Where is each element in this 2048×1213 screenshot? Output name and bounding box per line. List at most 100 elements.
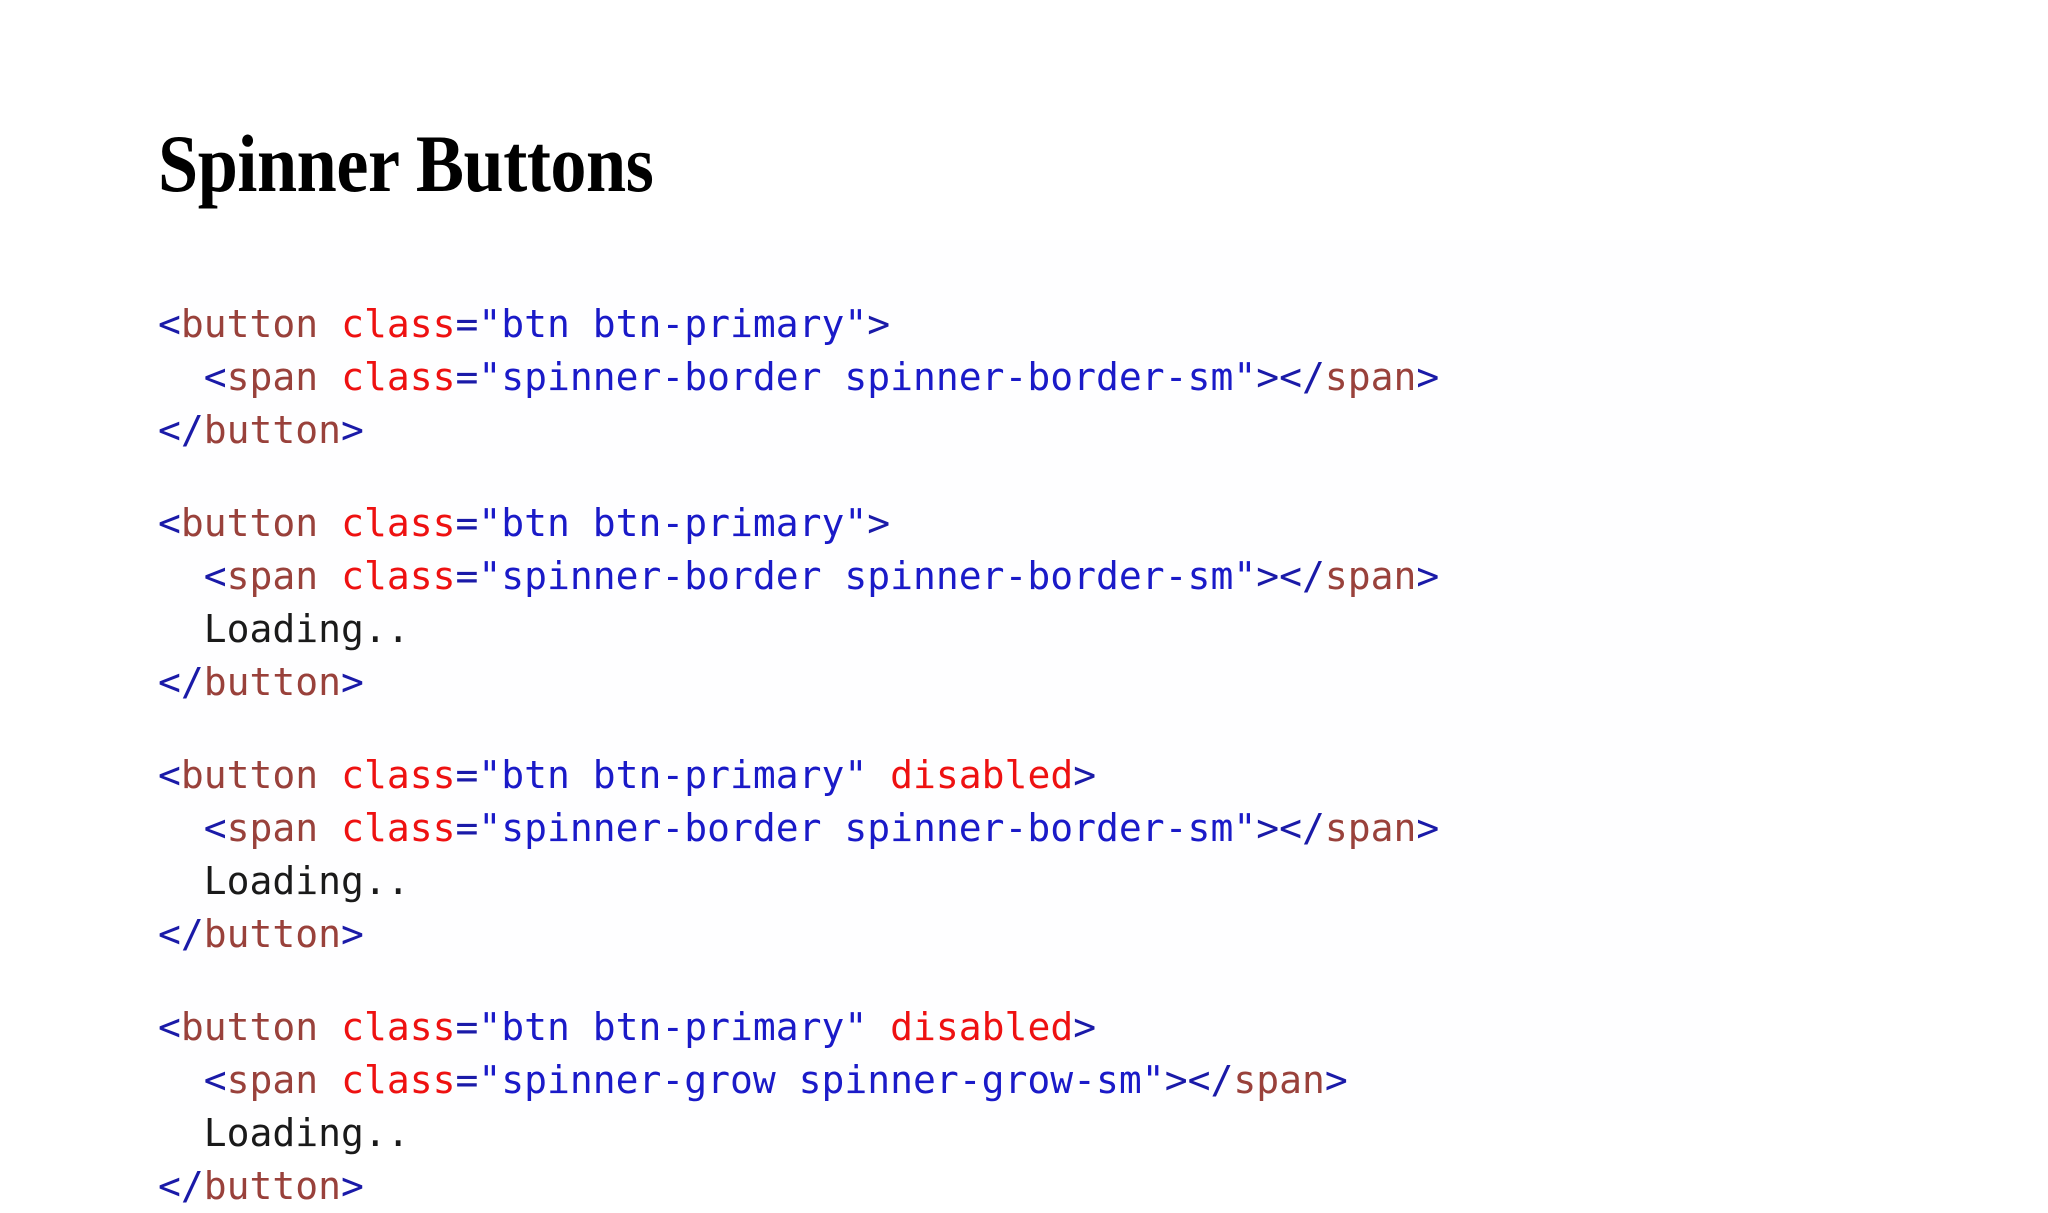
code-token-tag: button [180, 753, 319, 797]
code-token-attr: class [341, 1005, 456, 1049]
code-token-value: "spinner-border spinner-border-sm" [478, 355, 1257, 399]
code-token-value: "btn btn-primary" [478, 1005, 868, 1049]
code-token-tag: button [203, 660, 342, 704]
code-token-punct: < [158, 302, 181, 346]
code-indent [158, 855, 204, 908]
code-line: Loading.. [158, 1107, 1958, 1160]
code-line: <span class="spinner-grow spinner-grow-s… [158, 1054, 1958, 1107]
code-block-spinner-grow-disabled: <button class="btn btn-primary" disabled… [158, 1001, 1958, 1213]
code-token-tag: button [180, 302, 319, 346]
code-token-tag: span [1233, 1058, 1325, 1102]
code-token-attr: class [341, 302, 456, 346]
code-token-punct: > [1324, 1058, 1348, 1102]
code-token-punct: </ [158, 660, 204, 704]
code-token-punct: = [455, 1058, 479, 1102]
code-token-attr: class [341, 554, 456, 598]
code-token-tag: button [203, 408, 342, 452]
code-token-tag: span [226, 1058, 319, 1102]
code-token-attr: class [341, 1058, 456, 1102]
code-token-punct: </ [158, 408, 204, 452]
code-token-punct: </ [1279, 355, 1325, 399]
code-token-attr: disabled [890, 753, 1074, 797]
code-token-tag: span [226, 355, 319, 399]
code-token-attr: disabled [890, 1005, 1074, 1049]
code-line: <button class="btn btn-primary" disabled… [158, 749, 1958, 802]
code-token-punct: < [203, 806, 227, 850]
code-indent [158, 1107, 204, 1160]
code-token-punct: > [341, 1164, 364, 1208]
code-token-punct: </ [1187, 1058, 1234, 1102]
code-line: Loading.. [158, 855, 1958, 908]
code-token-text: Loading.. [203, 607, 410, 651]
code-line: <span class="spinner-border spinner-bord… [158, 550, 1958, 603]
code-token-punct: < [158, 753, 181, 797]
code-token-attr: class [341, 753, 456, 797]
code-indent [158, 603, 204, 656]
code-token-tag: span [1324, 806, 1417, 850]
code-token-punct: > [1164, 1058, 1188, 1102]
code-token-punct: > [341, 660, 364, 704]
code-token-punct: > [341, 912, 364, 956]
code-line: <button class="btn btn-primary"> [158, 298, 1958, 351]
code-indent [158, 802, 204, 855]
code-listing: <button class="btn btn-primary"> <span c… [158, 298, 1958, 1213]
code-token-punct: = [455, 806, 479, 850]
code-indent [158, 351, 204, 404]
code-token-punct: > [1256, 554, 1280, 598]
code-token-punct: > [341, 408, 364, 452]
code-token-tag: span [226, 554, 319, 598]
code-token-punct: > [1073, 1005, 1097, 1049]
code-token-text [318, 355, 341, 399]
code-token-punct: </ [1279, 806, 1325, 850]
code-token-tag: span [226, 806, 319, 850]
code-token-punct: > [867, 302, 891, 346]
code-token-punct: </ [158, 912, 204, 956]
code-token-text [318, 806, 341, 850]
code-token-text [318, 554, 341, 598]
code-token-tag: span [1324, 554, 1417, 598]
page-title: Spinner Buttons [158, 117, 654, 209]
code-token-text [318, 501, 341, 545]
code-token-value: "spinner-border spinner-border-sm" [478, 806, 1257, 850]
code-token-punct: </ [158, 1164, 204, 1208]
code-token-punct: = [455, 753, 479, 797]
code-token-punct: > [867, 501, 891, 545]
code-token-value: "btn btn-primary" [478, 753, 868, 797]
code-token-punct: </ [1279, 554, 1325, 598]
code-token-punct: > [1416, 554, 1440, 598]
code-line: </button> [158, 404, 1958, 457]
code-token-punct: > [1256, 806, 1280, 850]
code-token-text: Loading.. [203, 859, 410, 903]
code-block-spinner-border-disabled: <button class="btn btn-primary" disabled… [158, 749, 1958, 961]
slide-root: Spinner Buttons <button class="btn btn-p… [158, 117, 1440, 1208]
code-token-punct: = [455, 1005, 479, 1049]
code-token-punct: = [455, 302, 479, 346]
code-token-tag: button [180, 1005, 319, 1049]
code-token-punct: > [1073, 753, 1097, 797]
code-token-value: "spinner-border spinner-border-sm" [478, 554, 1257, 598]
code-token-tag: span [1324, 355, 1417, 399]
code-token-tag: button [203, 912, 342, 956]
code-token-value: "btn btn-primary" [478, 302, 868, 346]
code-token-punct: = [455, 501, 479, 545]
code-token-text: Loading.. [203, 1111, 410, 1155]
code-block-spinner-border-loading: <button class="btn btn-primary"> <span c… [158, 497, 1958, 709]
code-token-punct: < [158, 501, 181, 545]
code-block-spinner-border-only: <button class="btn btn-primary"> <span c… [158, 298, 1958, 457]
code-line: <span class="spinner-border spinner-bord… [158, 351, 1958, 404]
code-line: Loading.. [158, 603, 1958, 656]
code-line: </button> [158, 656, 1958, 709]
code-line: <button class="btn btn-primary" disabled… [158, 1001, 1958, 1054]
code-token-attr: class [341, 806, 456, 850]
code-indent [158, 550, 204, 603]
code-token-text [318, 302, 341, 346]
code-token-text [318, 1058, 341, 1102]
code-token-punct: < [203, 554, 227, 598]
code-token-value: "spinner-grow spinner-grow-sm" [478, 1058, 1165, 1102]
code-token-attr: class [341, 355, 456, 399]
code-token-punct: > [1416, 806, 1440, 850]
code-token-tag: button [203, 1164, 342, 1208]
code-line: <span class="spinner-border spinner-bord… [158, 802, 1958, 855]
code-line: </button> [158, 1160, 1958, 1213]
code-token-text [867, 1005, 890, 1049]
